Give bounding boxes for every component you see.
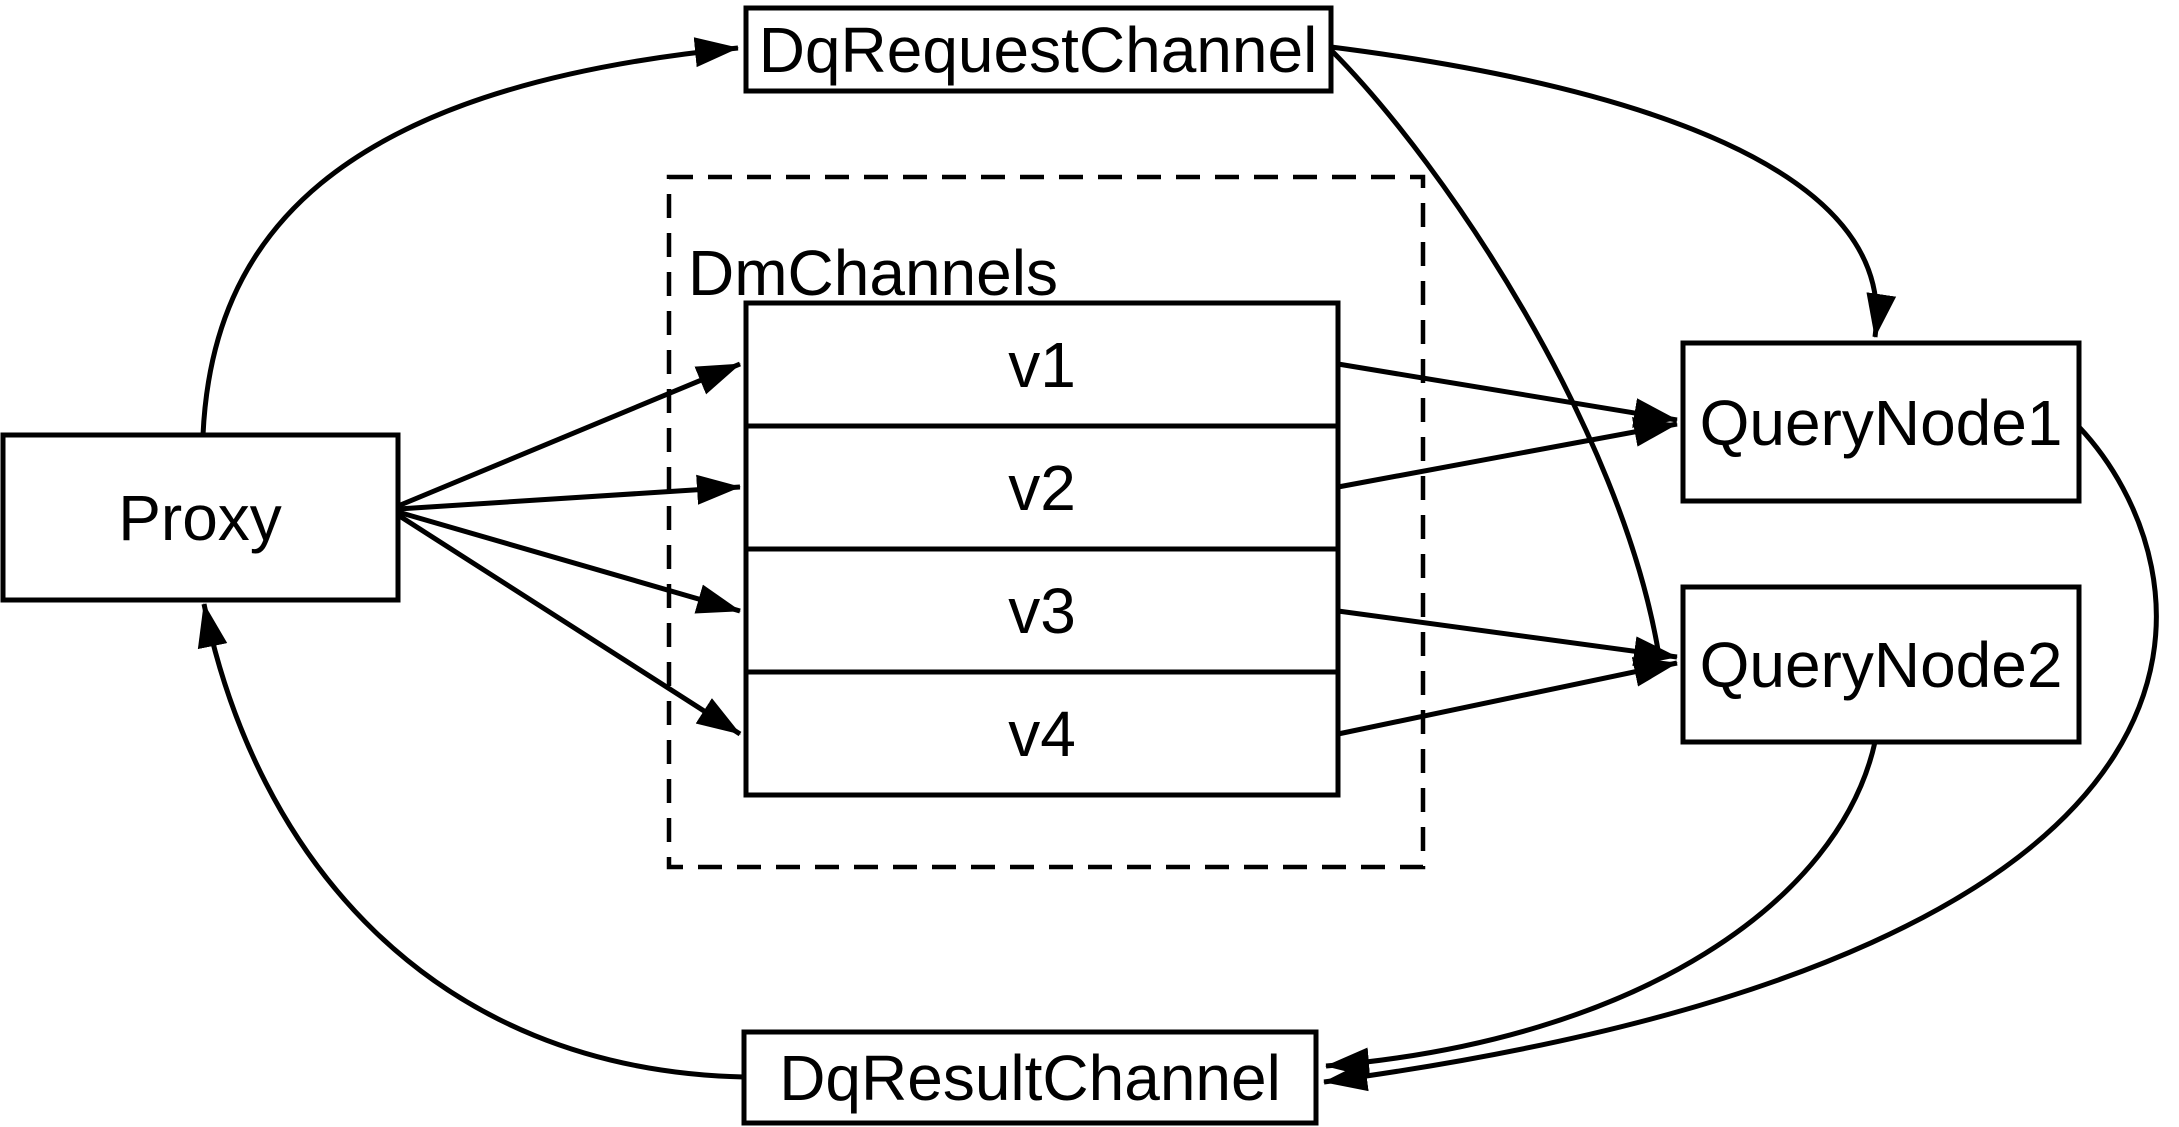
edge-channel-v3-to-query-node-2 [1337,608,1678,667]
edge-dq-request-channel-to-query-node-1 [1330,44,1897,338]
dq-result-channel-label: DqResultChannel [779,1042,1281,1114]
edge-proxy-to-dq-request-channel [200,37,739,436]
query-node-2-node-box [1680,584,2082,745]
channel-v2-label: v2 [1008,452,1076,524]
edge-proxy-to-channel-v4 [396,512,742,737]
edge-channel-v2-to-query-node-1 [1337,417,1678,490]
query-node-2-label: QueryNode2 [1700,629,2063,701]
proxy-label: Proxy [118,482,282,554]
dm-channels-group-label: DmChannels [688,237,1058,309]
query-node-1-label: QueryNode1 [1700,387,2063,459]
edge-query-node-1-to-dq-result-channel [1323,425,2159,1092]
channel-v4-label: v4 [1008,698,1076,770]
edge-channel-v4-to-query-node-2 [1337,657,1678,737]
edge-proxy-to-channel-v2 [397,474,741,512]
dm-channels-group-box [666,174,1426,870]
channel-v1-label: v1 [1008,329,1076,401]
edge-query-node-2-to-dq-result-channel [1325,741,1878,1078]
dq-result-channel-node-box [741,1029,1319,1126]
edge-channel-v1-to-query-node-1 [1337,361,1678,428]
edge-dq-result-channel-to-proxy [197,603,745,1080]
edge-dq-request-channel-to-query-node-2 [1329,48,1661,651]
dq-request-channel-label: DqRequestChannel [759,14,1318,86]
edge-proxy-to-channel-v1 [397,361,741,509]
proxy-node-box [0,432,401,603]
query-node-1-node-box [1680,340,2082,504]
channel-v3-label: v3 [1008,575,1076,647]
edge-proxy-to-channel-v3 [397,509,741,614]
dq-request-channel-node-box [743,5,1334,94]
